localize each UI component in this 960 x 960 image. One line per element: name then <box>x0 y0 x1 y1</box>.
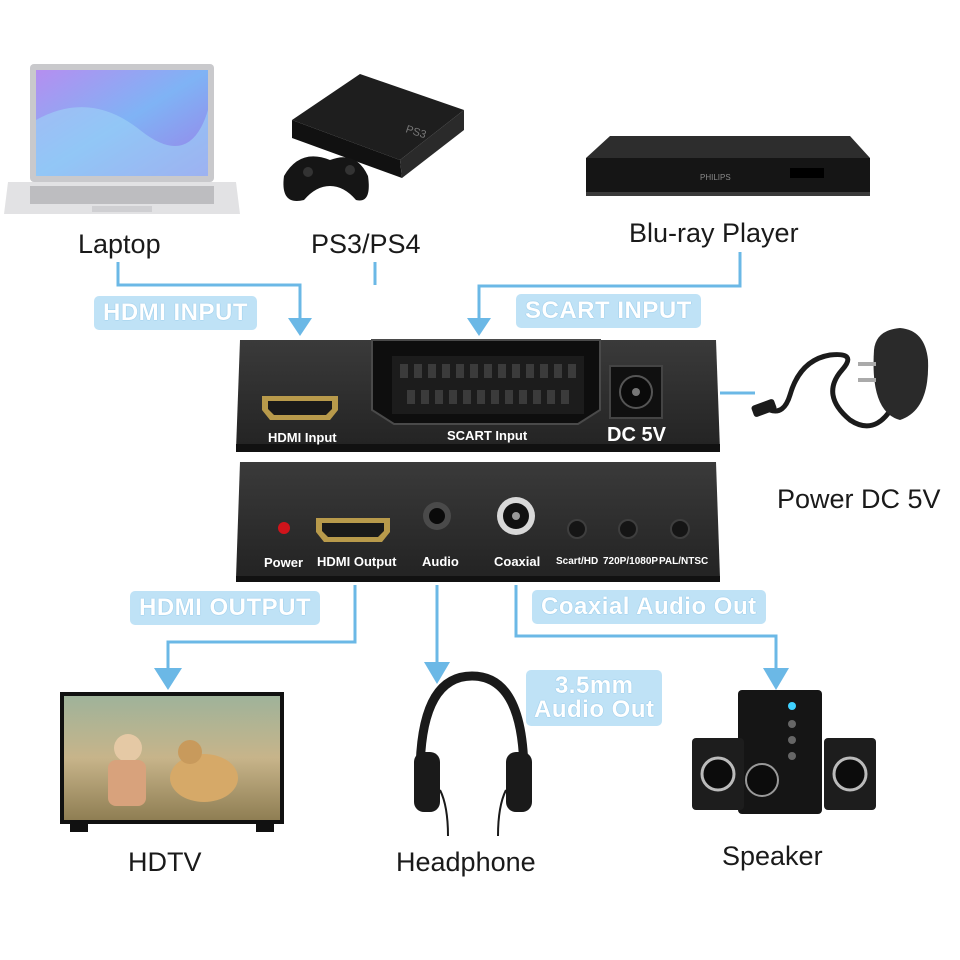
hdtv-label: HDTV <box>128 847 202 878</box>
audio-out-tag-line1: 3.5mm <box>534 674 654 698</box>
headphone-label: Headphone <box>396 847 536 878</box>
hdmi-input-port-label: HDMI Input <box>268 430 337 445</box>
ps-label: PS3/PS4 <box>311 229 421 260</box>
hdtv-arrow <box>154 668 182 690</box>
audio-out-tag-line2: Audio Out <box>534 698 654 722</box>
audio-port-label: Audio <box>422 554 459 569</box>
scart-input-port <box>372 340 600 424</box>
svg-text:PHILIPS: PHILIPS <box>700 173 731 182</box>
laptop-label: Laptop <box>78 229 161 260</box>
coaxial-out-tag-text: Coaxial Audio Out <box>541 593 757 620</box>
coaxial-port-label: Coaxial <box>494 554 540 569</box>
hdtv-illustration <box>60 692 284 832</box>
dc-port-label: DC 5V <box>607 424 666 447</box>
resolution-button-label: 720P/1080P <box>603 556 658 567</box>
audio-jack-port <box>423 502 451 530</box>
scart-hd-button <box>568 520 586 538</box>
coaxial-out-tag: Coaxial Audio Out <box>532 590 766 624</box>
power-adapter-illustration <box>751 328 928 426</box>
power-led <box>278 522 290 534</box>
hdmi-output-port-label: HDMI Output <box>317 554 396 569</box>
power-label: Power DC 5V <box>777 484 941 515</box>
hdmi-input-arrow <box>288 318 312 336</box>
hdmi-output-port <box>316 518 390 542</box>
hdmi-input-port <box>262 396 338 420</box>
hdmi-input-tag: HDMI INPUT <box>94 296 257 330</box>
pal-ntsc-button <box>671 520 689 538</box>
resolution-button <box>619 520 637 538</box>
speaker-label: Speaker <box>722 841 823 872</box>
power-port-label: Power <box>264 555 303 570</box>
coaxial-jack-port <box>497 497 535 535</box>
audio-out-tag: 3.5mm Audio Out <box>526 670 662 726</box>
speaker-illustration <box>692 690 876 814</box>
scart-input-arrow <box>467 318 491 336</box>
pal-ntsc-button-label: PAL/NTSC <box>659 556 708 567</box>
hdmi-output-tag-text: HDMI OUTPUT <box>139 594 311 621</box>
scart-input-port-label: SCART Input <box>447 428 527 443</box>
bluray-label: Blu-ray Player <box>629 218 799 249</box>
hdmi-input-tag-text: HDMI INPUT <box>103 299 248 326</box>
bluray-illustration: PHILIPS <box>586 136 870 196</box>
scart-input-tag-text: SCART INPUT <box>525 297 692 324</box>
hdmi-output-tag: HDMI OUTPUT <box>130 591 320 625</box>
speaker-arrow <box>763 668 789 690</box>
console-illustration: PS3 <box>283 74 464 201</box>
dc-jack-port <box>610 366 662 418</box>
scart-hd-button-label: Scart/HD <box>556 556 598 567</box>
headphone-illustration <box>414 676 532 836</box>
laptop-illustration <box>4 64 240 214</box>
scart-input-tag: SCART INPUT <box>516 294 701 328</box>
